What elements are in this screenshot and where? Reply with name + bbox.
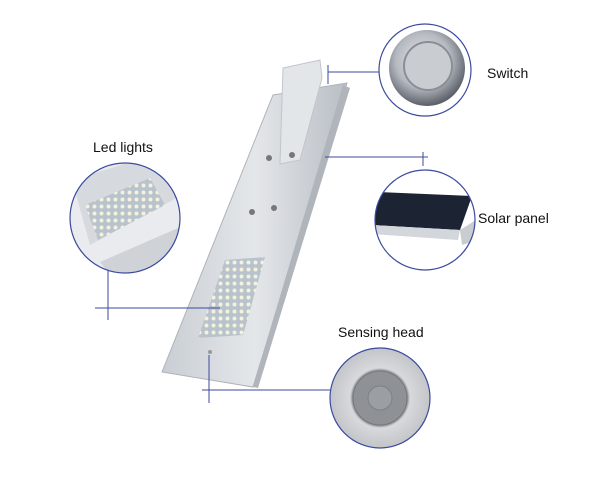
street-light-body bbox=[161, 59, 350, 388]
sensing-head-label: Sensing head bbox=[338, 324, 424, 340]
leader-lines bbox=[95, 65, 428, 403]
led-lights-detail-circle bbox=[69, 162, 181, 274]
led-array bbox=[198, 257, 265, 338]
solar-panel-detail-circle bbox=[374, 169, 476, 271]
led-lights-label: Led lights bbox=[93, 139, 153, 155]
switch-label: Switch bbox=[487, 65, 529, 81]
sensing-head-detail-circle bbox=[329, 347, 431, 449]
solar-panel-label: Solar panel bbox=[478, 210, 549, 226]
switch-detail-circle bbox=[378, 23, 472, 117]
